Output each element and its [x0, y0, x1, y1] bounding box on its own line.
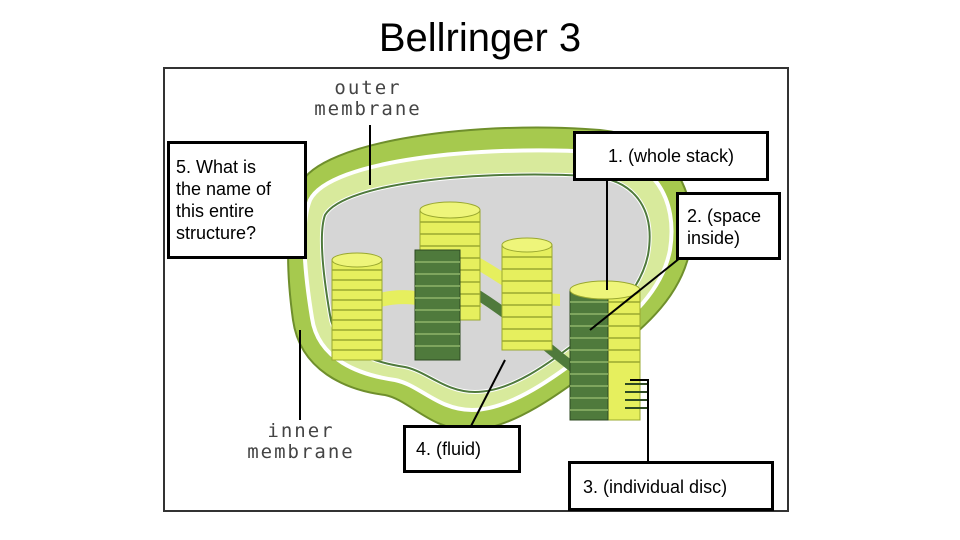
question-3-box: 3. (individual disc)	[568, 461, 774, 511]
inner-membrane-label: inner membrane	[230, 421, 372, 463]
outer-membrane-label: outer membrane	[298, 78, 438, 120]
outer-membrane-line-1: outer	[334, 77, 402, 99]
granum-right-middle	[501, 237, 553, 351]
question-5-line-4: structure?	[176, 223, 257, 243]
granum-front	[569, 280, 648, 421]
question-5-line-2: the name of	[176, 179, 272, 199]
question-1-box: 1. (whole stack)	[573, 131, 769, 181]
question-2-line-2: inside)	[687, 228, 741, 248]
question-4-box: 4. (fluid)	[403, 425, 521, 473]
question-3-text: 3. (individual disc)	[583, 477, 728, 497]
question-2-line-1: 2. (space	[687, 206, 762, 226]
question-5-box: 5. What is the name of this entire struc…	[167, 141, 307, 259]
inner-membrane-line-1: inner	[267, 420, 335, 442]
inner-membrane-line-2: membrane	[247, 441, 355, 463]
outer-membrane-line-2: membrane	[314, 98, 422, 120]
thylakoid-discs	[625, 383, 648, 409]
granum-dark-middle	[414, 249, 461, 361]
question-2-box: 2. (space inside)	[676, 192, 781, 260]
leader-lines	[299, 125, 681, 462]
question-5-line-3: this entire	[176, 201, 255, 221]
question-5-line-1: 5. What is	[176, 157, 257, 177]
question-4-text: 4. (fluid)	[416, 439, 482, 459]
granum-left	[331, 252, 383, 361]
slide-title: Bellringer 3	[378, 16, 582, 60]
question-1-text: 1. (whole stack)	[607, 146, 735, 166]
